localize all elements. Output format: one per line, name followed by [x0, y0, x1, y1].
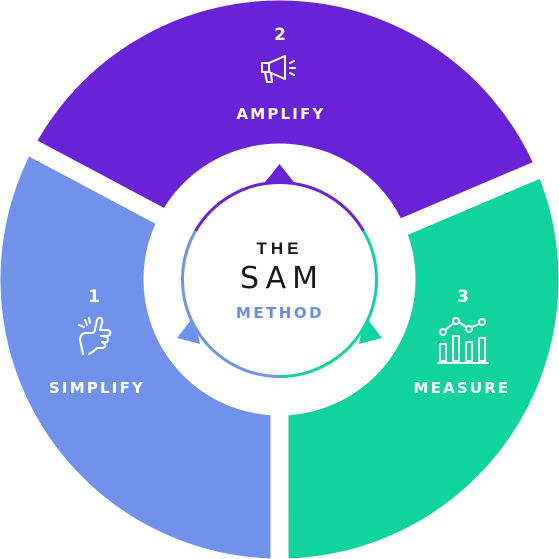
center-border-measure [279, 230, 378, 378]
pointer-amplify [262, 164, 297, 186]
measure-label: MEASURE [414, 379, 511, 397]
center-border-simplify [181, 230, 280, 378]
center-title-method: METHOD [236, 304, 324, 322]
segment-measure [288, 178, 559, 559]
simplify-label: SIMPLIFY [49, 379, 145, 397]
finger-snap-icon [78, 316, 112, 355]
center-border-amplify [194, 181, 365, 232]
simplify-number: 1 [88, 287, 100, 307]
center-disk [184, 184, 375, 375]
center-title-the: THE [257, 239, 303, 258]
analytics-chart-icon [437, 317, 489, 364]
segment-amplify [37, 0, 533, 219]
measure-number: 3 [457, 287, 469, 307]
amplify-label: AMPLIFY [236, 105, 325, 123]
segment-simplify [0, 156, 271, 559]
amplify-number: 2 [274, 25, 286, 45]
center-title-sam: SAM [240, 261, 324, 296]
megaphone-icon [261, 55, 296, 83]
